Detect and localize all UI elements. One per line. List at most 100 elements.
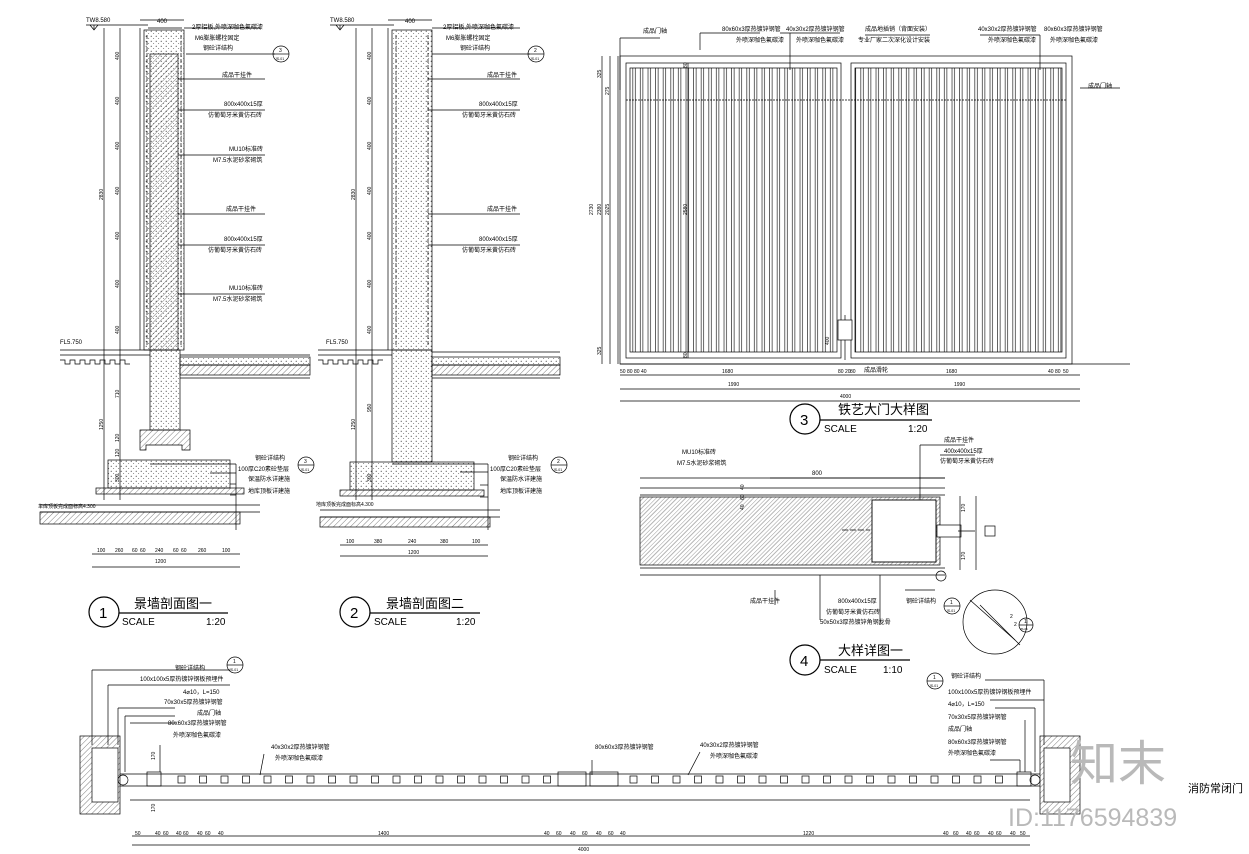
ref-bubble-1: 3 JS-01 (272, 45, 290, 63)
note-gate-lock-install: 专业厂家二次深化设计安装 (858, 36, 930, 44)
dim-v: 2580 (683, 204, 689, 215)
ref-sheet: JS-01 (1020, 627, 1028, 631)
note-plan-r-plate: 100x100x5厚热镀锌钢板预埋件 (948, 688, 1031, 696)
dim-v-total: 2830 (351, 189, 357, 200)
dim-v: 400 (825, 336, 831, 345)
plan-bar-square (823, 775, 831, 784)
dim-h: 60 (974, 831, 980, 837)
ref-num: 1 (1024, 619, 1027, 625)
dim-h: 40 (988, 831, 994, 837)
dim-h: 1990 (728, 382, 739, 388)
title-number: 4 (800, 653, 808, 670)
gate-plan (79, 669, 1081, 846)
gate-bars-right (854, 67, 1063, 353)
note-plan-pipe-2: 80x60x3厚热镀锌钢管 (168, 719, 227, 727)
note-plan-r-pipe-2: 80x60x3厚热镀锌钢管 (948, 738, 1007, 746)
section-2-texts: TW8.580 400 2厚铝板,外喷深咖色氟碳漆 M6膨胀螺栓固定 钢砼详结构… (316, 18, 542, 556)
dim-v: 950 (367, 403, 373, 412)
dim-h: 40 (570, 831, 576, 837)
plan-bar-square (887, 775, 896, 784)
ref-sheet: JS-01 (275, 57, 284, 61)
ref-sheet: JS-01 (946, 609, 955, 613)
note-plan-mid-pipe-1: 40x30x2厚热镀锌钢管 (271, 743, 330, 751)
plan-bar-square (995, 775, 1003, 784)
dim-h: 40 (620, 831, 626, 837)
note-gate-pipe-4: 80x60x3厚热镀锌钢管 (1044, 25, 1103, 33)
plan-bar-square (199, 775, 207, 784)
plan-bar-square (694, 775, 702, 784)
note-steel-2: 钢砼详结构 (460, 44, 490, 52)
title-number: 1 (99, 605, 107, 622)
dim-small: 2 (1014, 622, 1017, 628)
scale-label: SCALE (374, 617, 407, 628)
dim-h: 100 (472, 539, 481, 545)
note-hanger-s2-2: 成品干挂件 (487, 205, 517, 213)
level-fl-label-2: FL5.750 (326, 340, 349, 346)
note-hanger: 成品干挂件 (222, 71, 252, 79)
plan-bar-square (220, 775, 229, 784)
dim-h: 40 (155, 831, 161, 837)
dim-v: 400 (115, 141, 121, 150)
scale-value: 1:20 (456, 617, 476, 628)
dim-h: 50 (1020, 831, 1026, 837)
dim-h: 240 (408, 539, 417, 545)
note-plan-hinge: 成品门轴 (197, 709, 221, 717)
dim-v: 400 (367, 186, 373, 195)
note-fire-door: 消防常闭门 (1188, 781, 1243, 795)
plan-bar-square (973, 775, 982, 784)
dim-v: 400 (115, 231, 121, 240)
note-gate-pipe-3: 40x30x2厚热镀锌钢管 (978, 25, 1037, 33)
dim-h: 260 (198, 548, 207, 554)
note-gate-paint-4: 外喷深咖色氟碳漆 (1050, 36, 1098, 44)
dims-section-2-vertical: 400 400 400 400 400 400 400 2830 950 300… (351, 51, 373, 482)
detail-hinge-circle (935, 570, 947, 582)
section-1 (39, 19, 311, 568)
dim-v: 400 (367, 279, 373, 288)
dim-h: 240 (155, 548, 164, 554)
plan-bar-square (629, 775, 638, 784)
dim-h: 60 (173, 548, 179, 554)
scale-value: 1:20 (908, 424, 928, 435)
plan-bar-square (844, 775, 853, 784)
note-stone-size: 800x400x15厚 (224, 101, 263, 108)
dim-v: 40 (740, 504, 746, 510)
note-gate-paint-2: 外喷深咖色氟碳漆 (796, 36, 844, 44)
ref-sheet: JS-01 (229, 668, 238, 672)
dim-h: 50 (620, 369, 626, 375)
dim-v: 80 (683, 352, 689, 358)
note-stone-type: 仿葡萄牙米黄仿石砖 (208, 111, 262, 119)
dim-h: 1680 (722, 369, 733, 375)
plan-bar-square (758, 775, 767, 784)
note-detail-mortar: M7.5水泥砂浆砌筑 (677, 459, 726, 467)
brand-watermark: 知末 (1070, 738, 1166, 791)
scale-value: 1:10 (883, 665, 903, 676)
gate-plan-texts: 钢砼详结构 100x100x5厚热镀锌钢板预埋件 4⌀10，L=150 70x3… (135, 664, 1243, 853)
note-plan-r-bolt: 4⌀10，L=150 (948, 702, 985, 708)
note-detail-hanger: 成品干挂件 (944, 436, 974, 444)
gate-elevation-texts: 成品门轴 80x60x3厚热镀锌钢管 外喷深咖色氟碳漆 40x30x2厚热镀锌钢… (589, 25, 1112, 400)
dim-v: 170 (151, 803, 157, 812)
wall-section-2-body (391, 29, 433, 351)
dim-v: 400 (367, 96, 373, 105)
dims-plan-bottom: 50 40 60 40 60 40 60 40 1400 40 60 40 60… (135, 831, 1026, 853)
dim-v: 170 (961, 551, 967, 560)
note-detail-stone-type-bottom: 仿葡萄牙米黄仿石砖 (826, 608, 880, 616)
dim-v: 120 (115, 448, 121, 457)
note-gate-pipe-1: 80x60x3厚热镀锌钢管 (722, 25, 781, 33)
dims-gate-bottom: 50 80 80 40 1680 80 20 80 1680 40 80 50 … (620, 369, 1069, 400)
drawing-title: 铁艺大门大样图 (838, 402, 929, 417)
note-detail-steel: 钢砼详结构 (906, 597, 936, 605)
ref-num: 3 (279, 48, 282, 54)
dim-v: 325 (597, 69, 603, 78)
title-number: 3 (800, 412, 808, 429)
ref-bubble-4: 2 JS-01 (550, 456, 568, 474)
note-plan-steel: 钢砼详结构 (175, 664, 205, 672)
note-plan-bolt: 4⌀10，L=150 (183, 690, 220, 696)
note-bolt: M6膨胀螺栓固定 (195, 34, 239, 42)
plan-bar-square (242, 775, 250, 784)
dim-v: 2025 (605, 204, 611, 215)
note-mortar-2: M7.5水泥砂浆砌筑 (213, 295, 262, 303)
ref-num: 2 (534, 48, 537, 54)
note-found-1: 钢砼详结构 (255, 454, 285, 462)
